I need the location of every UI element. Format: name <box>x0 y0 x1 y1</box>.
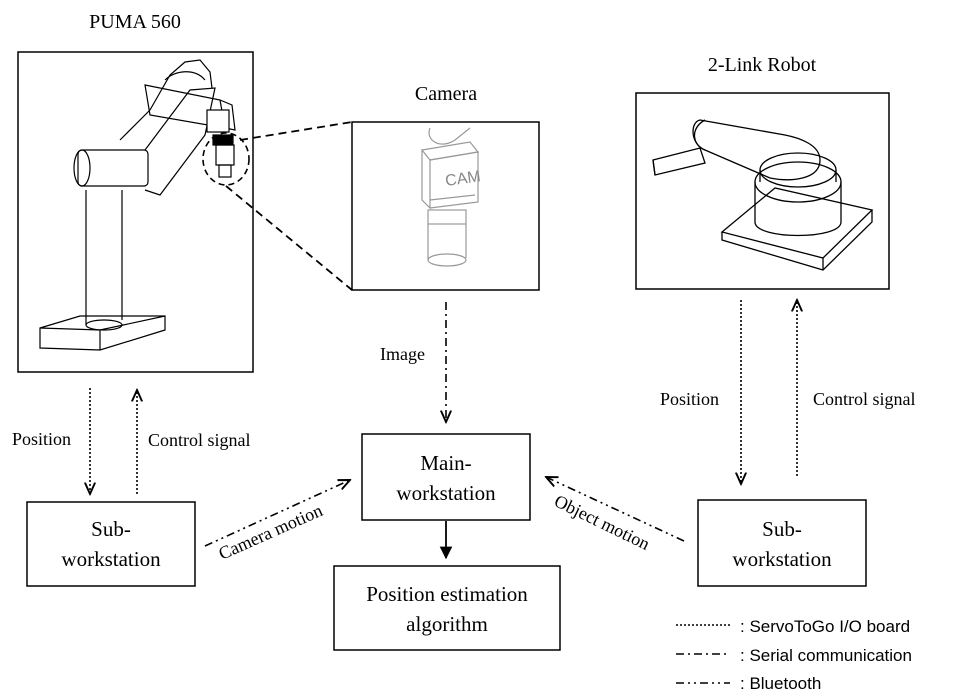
position-estimation-box: Position estimation algorithm <box>333 565 561 651</box>
camera-motion-arrow <box>204 480 350 547</box>
legend: : ServoToGo I/O board : Serial communica… <box>676 617 912 693</box>
legend-dash-dot-text: : Serial communication <box>740 646 912 665</box>
legend-dash-dot-dot-text: : Bluetooth <box>740 674 821 693</box>
left-sub-line2: workstation <box>61 547 161 571</box>
left-sub-workstation-box: Sub- workstation <box>26 501 196 587</box>
estimation-line1: Position estimation <box>366 582 528 606</box>
camera-brand-text: CAM <box>444 168 482 190</box>
right-control-label: Control signal <box>813 389 916 409</box>
two-link-title: 2-Link Robot <box>708 54 817 76</box>
right-sub-line1: Sub- <box>762 517 802 541</box>
puma-robot-icon <box>39 59 236 351</box>
puma-title: PUMA 560 <box>89 11 181 33</box>
left-sub-line1: Sub- <box>91 517 131 541</box>
estimation-line2: algorithm <box>406 612 488 636</box>
camera-icon <box>420 127 480 267</box>
puma-robot-panel <box>17 51 254 373</box>
right-sub-workstation-box: Sub- workstation <box>697 499 867 587</box>
camera-title: Camera <box>415 83 477 105</box>
camera-panel: CAM <box>351 121 540 291</box>
main-workstation-box: Main- workstation <box>361 433 531 521</box>
two-link-robot-panel <box>635 92 890 290</box>
main-workstation-line1: Main- <box>420 451 471 475</box>
camera-motion-label: Camera motion <box>215 500 325 564</box>
object-motion-label: Object motion <box>551 491 653 554</box>
left-control-label: Control signal <box>148 430 251 450</box>
main-workstation-line2: workstation <box>396 481 496 505</box>
object-motion-arrow <box>546 477 685 542</box>
right-position-label: Position <box>660 389 719 409</box>
image-label: Image <box>380 344 425 364</box>
right-sub-line2: workstation <box>732 547 832 571</box>
two-link-robot-icon <box>652 119 874 271</box>
left-position-label: Position <box>12 429 71 449</box>
legend-dotted-text: : ServoToGo I/O board <box>740 617 910 636</box>
